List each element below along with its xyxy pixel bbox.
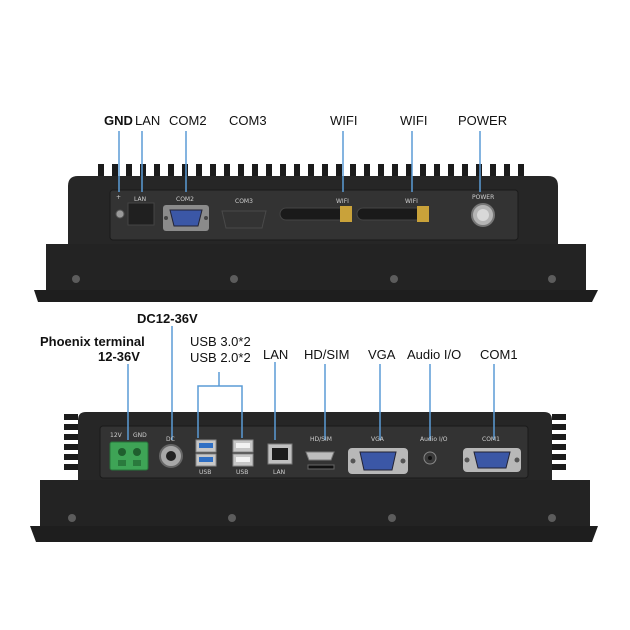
com1-callout: COM1: [480, 347, 518, 362]
dc-callout: DC12-36V: [137, 311, 198, 326]
com2-print: COM2: [176, 196, 194, 203]
audio-callout: Audio I/O: [407, 347, 462, 362]
usb-callout-line1: USB 3.0*2: [190, 334, 251, 349]
com3-print: COM3: [235, 198, 253, 205]
usb-callout-line2: USB 2.0*2: [190, 350, 251, 365]
gnd-callout: GND: [104, 113, 133, 128]
vga-print: VGA: [371, 436, 384, 443]
com2-callout: COM2: [169, 113, 207, 128]
power-callout: POWER: [458, 113, 508, 128]
com3-callout: COM3: [229, 113, 267, 128]
plus-print: +: [116, 194, 122, 201]
wifi1-callout: WIFI: [330, 113, 358, 128]
v12-print: 12V: [110, 432, 122, 439]
dc-print: DC: [166, 436, 175, 443]
vga-callout: VGA: [368, 347, 396, 362]
power-print: POWER: [472, 194, 495, 201]
bottom-unit: [30, 326, 598, 542]
gnd-print: GND: [133, 432, 147, 439]
wifi2-print: WIFI: [405, 198, 418, 205]
audio-print: Audio I/O: [420, 436, 448, 443]
phoenix-callout-line1: Phoenix terminal: [40, 334, 145, 349]
hdsim-print: HD/SIM: [310, 436, 332, 443]
wifi1-print: WIFI: [336, 198, 349, 205]
wifi2-callout: WIFI: [400, 113, 428, 128]
lan-callout: LAN: [135, 113, 161, 128]
com1-print: COM1: [482, 436, 500, 443]
usb1-print: USB: [199, 469, 212, 476]
usb2-print: USB: [236, 469, 249, 476]
lan-print-bottom: LAN: [273, 469, 286, 476]
lan-print-top: LAN: [134, 196, 147, 203]
phoenix-callout-line2: 12-36V: [98, 349, 140, 364]
top-unit: [34, 131, 598, 302]
hdsim-callout: HD/SIM: [304, 347, 350, 362]
lan-callout-bottom: LAN: [263, 347, 289, 362]
